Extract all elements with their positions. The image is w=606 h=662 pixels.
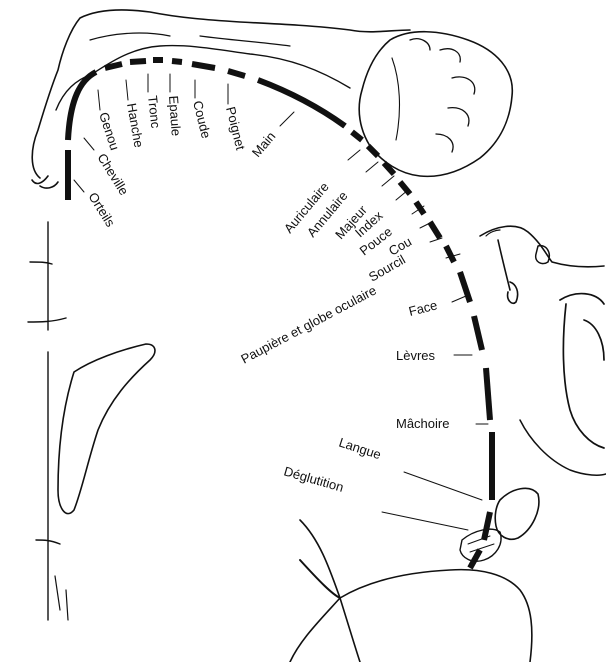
homunculus-head-illustration <box>480 226 606 475</box>
label-poignet: Poignet <box>223 105 248 152</box>
label-genou: Genou <box>96 110 122 152</box>
label-orteils: Orteils <box>85 190 118 230</box>
label-hanche: Hanche <box>124 102 147 149</box>
label-tronc: Tronc <box>145 95 163 130</box>
label-langue: Langue <box>337 435 383 463</box>
tongue-illustration <box>460 488 539 561</box>
label-machoire: Mâchoire <box>396 416 449 431</box>
label-epaule: Epaule <box>166 95 184 136</box>
label-deglutition: Déglutition <box>282 463 345 494</box>
label-main: Main <box>249 129 279 160</box>
label-paupiere: Paupière et globe oculaire <box>238 282 378 366</box>
label-levres: Lèvres <box>396 348 436 363</box>
brainstem-illustration <box>290 520 532 662</box>
labels: Orteils Cheville Genou Hanche Tronc Epau… <box>85 95 449 495</box>
label-cheville: Cheville <box>94 151 131 198</box>
left-structures-illustration <box>28 222 155 620</box>
label-face: Face <box>407 297 439 319</box>
label-sourcil: Sourcil <box>366 252 408 285</box>
label-coude: Coude <box>190 99 214 140</box>
